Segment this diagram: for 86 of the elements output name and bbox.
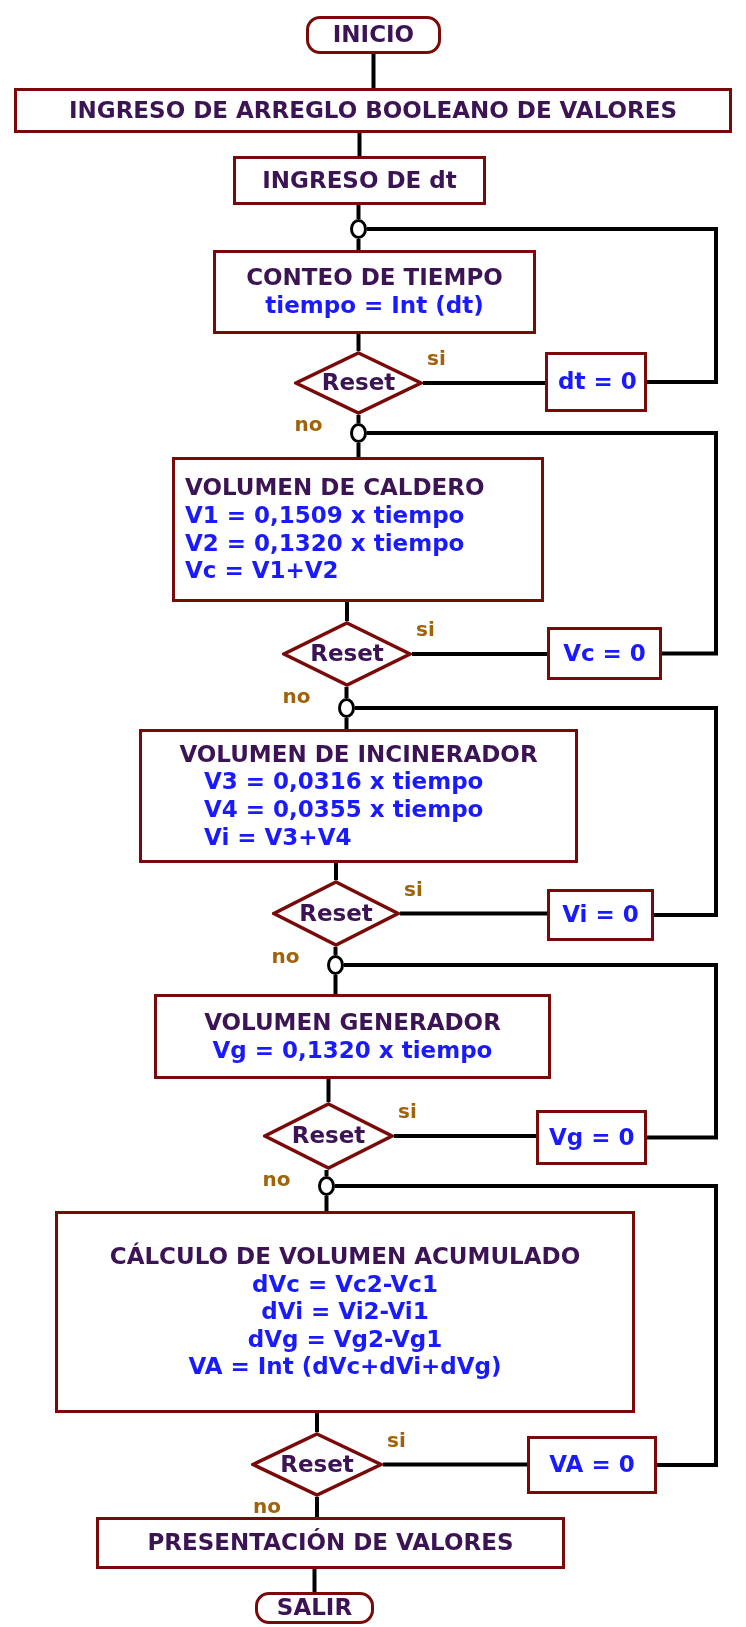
connector-line — [394, 1134, 536, 1138]
connector-line — [334, 863, 338, 880]
junction-circle — [350, 423, 367, 443]
terminal-label: INICIO — [332, 21, 415, 49]
connector-line — [312, 1569, 317, 1592]
decision-diamond — [282, 621, 412, 687]
junction-circle — [350, 219, 367, 239]
step-heading: VOLUMEN DE INCINERADOR — [178, 740, 539, 769]
connector-line — [367, 227, 718, 384]
process-box — [14, 88, 732, 133]
junction-circle — [327, 955, 344, 975]
connector-line — [356, 415, 361, 423]
formula-text: V1 = 0,1509 x tiempo — [185, 501, 465, 530]
decision-label: Reset — [310, 640, 384, 668]
step-heading: CONTEO DE TIEMPO — [245, 264, 504, 292]
connector-line — [400, 911, 547, 916]
formula-text: dVi = Vi2-Vi1 — [260, 1298, 430, 1326]
step-heading: INGRESO DE dt — [261, 166, 458, 195]
process-box — [233, 156, 486, 205]
decision-label: Reset — [299, 899, 373, 928]
junction-circle — [338, 698, 355, 718]
process-box — [96, 1517, 565, 1569]
assignment-box — [547, 889, 654, 941]
formula-text: Vi = 0 — [561, 901, 640, 929]
formula-text: Vg = 0,1320 x tiempo — [211, 1036, 494, 1065]
formula-text: dVc = Vc2-Vc1 — [251, 1270, 439, 1299]
connector-line — [383, 1462, 527, 1467]
formula-text: Vi = V3+V4 — [203, 823, 353, 852]
step-heading: CÁLCULO DE VOLUMEN ACUMULADO — [108, 1243, 582, 1271]
formula-text: Vc = V1+V2 — [185, 557, 339, 585]
formula-text: dt = 0 — [558, 368, 634, 396]
connector-line — [315, 1497, 319, 1517]
connector-line — [315, 1413, 319, 1432]
assignment-box — [547, 627, 662, 680]
connector-line — [324, 1170, 329, 1176]
process-box — [213, 250, 536, 334]
connector-line — [333, 947, 338, 955]
connector-line — [357, 133, 362, 156]
decision-label: Reset — [280, 1450, 354, 1479]
connector-line — [335, 1184, 718, 1467]
connector-line — [356, 239, 361, 250]
connector-line — [355, 706, 718, 917]
process-box — [154, 994, 551, 1079]
connector-line — [356, 334, 361, 351]
formula-text: Vc = 0 — [562, 639, 647, 668]
decision-label: Reset — [291, 1122, 366, 1150]
step-heading: VOLUMEN GENERADOR — [203, 1008, 502, 1037]
connector-line — [324, 1196, 329, 1211]
connector-line — [371, 54, 376, 88]
decision-label: Reset — [321, 369, 396, 397]
process-box — [139, 729, 578, 863]
terminal-box — [255, 1592, 374, 1624]
terminal-label: SALIR — [276, 1594, 353, 1622]
connector-line — [344, 718, 349, 729]
junction-circle — [318, 1176, 335, 1196]
decision-diamond — [263, 1102, 394, 1170]
assignment-box — [527, 1436, 657, 1494]
connector-line — [326, 1079, 331, 1102]
connector-line — [412, 652, 547, 656]
formula-text: Vg = 0 — [549, 1123, 634, 1152]
formula-text: VA = 0 — [548, 1451, 636, 1479]
connector-line — [333, 975, 338, 994]
decision-diamond — [251, 1432, 383, 1497]
assignment-box — [536, 1110, 647, 1165]
formula-text: dVg = Vg2-Vg1 — [246, 1325, 444, 1354]
decision-diamond — [272, 880, 400, 947]
formula-text: tiempo = Int (dt) — [264, 292, 485, 320]
connector-line — [344, 963, 718, 1140]
step-heading: VOLUMEN DE CALDERO — [185, 474, 485, 502]
connector-line — [356, 205, 361, 219]
connector-line — [423, 381, 545, 385]
step-heading: PRESENTACIÓN DE VALORES — [146, 1529, 515, 1557]
connector-line — [356, 443, 361, 457]
process-box — [55, 1211, 635, 1413]
terminal-box — [306, 16, 441, 54]
assignment-box — [545, 352, 647, 412]
connector-line — [345, 602, 349, 621]
formula-text: V2 = 0,1320 x tiempo — [185, 529, 465, 558]
formula-text: V4 = 0,0355 x tiempo — [203, 796, 485, 824]
formula-text: V3 = 0,0316 x tiempo — [203, 768, 485, 796]
decision-diamond — [294, 351, 423, 415]
connector-line — [367, 431, 718, 656]
step-heading: INGRESO DE ARREGLO BOOLEANO DE VALORES — [67, 96, 679, 125]
process-box — [172, 457, 544, 602]
formula-text: VA = Int (dVc+dVi+dVg) — [187, 1353, 503, 1381]
connector-line — [344, 687, 349, 698]
